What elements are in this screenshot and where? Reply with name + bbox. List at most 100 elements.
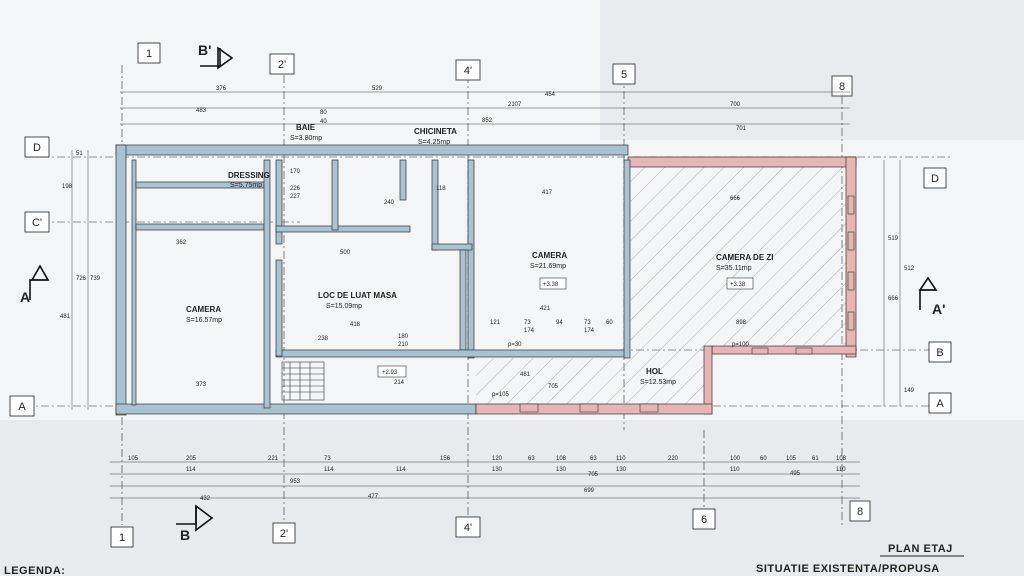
room-name-camera-de-zi: CAMERA DE ZI	[716, 253, 773, 262]
int-dim-2: 227	[290, 194, 301, 200]
bot-dim-26: 705	[588, 472, 599, 478]
int-dim-12: 373	[196, 382, 207, 388]
bot-dim-17: 114	[186, 467, 196, 473]
grid-markers-left: D C' A	[9, 136, 50, 417]
level-mark-1: +3.38	[543, 282, 559, 288]
bot-dim-11: 220	[668, 456, 679, 462]
left-dim-5: 739	[90, 276, 101, 282]
title-block-title: PLAN ETAJ	[888, 543, 953, 555]
int-dim-27: p=30	[508, 342, 522, 348]
grid-col-8-top: 8	[839, 81, 845, 93]
bot-dim-18: 114	[324, 467, 334, 473]
grid-row-d-right: D	[931, 173, 939, 185]
room-name-camera-2: CAMERA	[532, 251, 567, 260]
room-name-camera-1: CAMERA	[186, 305, 221, 314]
room-area-chicineta: S=4.25mp	[418, 139, 450, 146]
bot-dim-6: 120	[492, 456, 503, 462]
left-dim-1: 51	[76, 151, 83, 157]
interior-walls	[135, 159, 631, 409]
int-dim-17: 180	[398, 334, 409, 340]
bot-dim-9: 63	[590, 456, 597, 462]
grid-markers-top: 1 2' 4' 5 8	[137, 42, 853, 97]
paper-shadow	[600, 0, 1024, 140]
title-block-subtitle: SITUATIE EXISTENTA/PROPUSA	[756, 563, 940, 575]
bot-dim-2: 205	[186, 456, 197, 462]
top-dim-4: 700	[730, 102, 741, 108]
int-dim-4: 118	[436, 186, 446, 192]
level-box-1	[539, 277, 567, 290]
section-marks	[29, 46, 938, 532]
level-box-3	[377, 365, 407, 378]
right-dim-1: 519	[888, 236, 899, 242]
section-mark-a-right: A'	[932, 301, 945, 317]
int-dim-9: 418	[350, 322, 361, 328]
grid-col-8-bottom: 8	[857, 506, 863, 518]
int-dim-21: 174	[524, 328, 535, 334]
bot-dim-24: 110	[836, 467, 846, 473]
bot-dim-14: 105	[786, 456, 797, 462]
top-dim-1: 376	[216, 86, 227, 92]
grid-row-c-left: C'	[32, 217, 42, 229]
bot-dim-5: 156	[440, 456, 451, 462]
grid-col-6-bottom: 6	[701, 514, 707, 526]
grid-row-a-left: A	[18, 401, 26, 413]
room-area-camera-de-zi: S=35.11mp	[716, 265, 752, 272]
int-dim-8: 500	[340, 250, 351, 256]
stairs	[281, 361, 325, 401]
top-dim-9: 852	[482, 118, 493, 124]
room-area-camera-1: S=16.57mp	[186, 317, 222, 324]
bot-dim-21: 130	[556, 467, 567, 473]
dimension-lines	[71, 91, 901, 499]
int-dim-24: 174	[584, 328, 595, 334]
grid-markers-bottom: 1 2' 4' 6 8	[110, 500, 871, 548]
legend-label: LEGENDA:	[4, 565, 65, 576]
bot-dim-1: 105	[128, 456, 139, 462]
bot-dim-30: 699	[584, 488, 595, 494]
grid-markers-right: D B A	[923, 167, 952, 414]
bot-dim-19: 114	[396, 467, 406, 473]
bot-dim-13: 60	[760, 456, 767, 462]
int-dim-28: p=105	[492, 392, 510, 398]
room-name-chicineta: CHICINETA	[414, 127, 457, 136]
int-dim-14: 481	[520, 372, 531, 378]
int-dim-23: 73	[584, 320, 591, 326]
right-dim-2: 512	[904, 266, 915, 272]
top-dim-3: 454	[545, 92, 556, 98]
bot-dim-22: 130	[616, 467, 627, 473]
level-mark-2: +3.38	[730, 282, 746, 288]
int-dim-22: 94	[556, 320, 563, 326]
room-area-dressing: S=5.75mp	[230, 182, 262, 189]
right-dim-4: 149	[904, 388, 915, 394]
top-dim-7: 80	[320, 110, 327, 116]
room-name-hol: HOL	[646, 367, 663, 376]
bot-dim-10: 110	[616, 456, 626, 462]
bot-dim-15: 61	[812, 456, 819, 462]
int-dim-19: 121	[490, 320, 501, 326]
int-dim-1: 226	[290, 186, 301, 192]
int-dim-26: 170	[290, 169, 301, 175]
bot-dim-16: 108	[836, 456, 847, 462]
bot-dim-27: 495	[790, 471, 801, 477]
int-dim-16: 238	[318, 336, 329, 342]
top-dim-5: 483	[196, 108, 207, 114]
top-dim-8: 40	[320, 119, 327, 125]
grid-col-2-bottom: 2'	[280, 528, 288, 540]
grid-col-4-top: 4'	[464, 65, 472, 77]
section-mark-b-top: B'	[198, 42, 211, 58]
window-marks	[519, 195, 855, 413]
bot-dim-23: 110	[730, 467, 740, 473]
left-dim-2: 198	[62, 184, 73, 190]
int-dim-20: 73	[524, 320, 531, 326]
bot-dim-3: 221	[268, 456, 279, 462]
level-mark-3: +2.93	[382, 370, 398, 376]
grid-col-1-bottom: 1	[119, 532, 125, 544]
grid-col-5-top: 5	[621, 69, 627, 81]
section-mark-b-bottom: B	[180, 527, 190, 543]
int-dim-18: 210	[398, 342, 409, 348]
top-dim-6: 2107	[508, 102, 522, 108]
grid-row-b-right: B	[936, 347, 943, 359]
left-dim-3: 726	[76, 276, 87, 282]
grid-col-4-bottom: 4'	[464, 522, 472, 534]
grid-col-2-top: 2'	[278, 59, 286, 71]
